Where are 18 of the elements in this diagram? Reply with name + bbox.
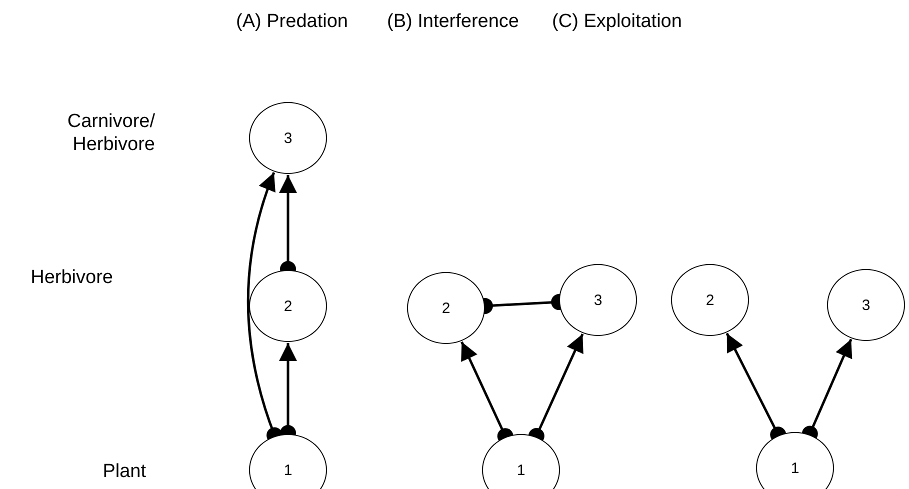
- panel-title: (B) Interference: [386, 10, 520, 33]
- row-label: Plant: [102, 460, 146, 483]
- node-number: 1: [284, 462, 292, 478]
- panel-title: (C) Exploitation: [551, 10, 683, 33]
- node-circle: [482, 434, 560, 489]
- node-number: 1: [516, 462, 526, 478]
- node-number: 3: [594, 292, 602, 308]
- node-number: 2: [442, 300, 450, 316]
- node-circle: [249, 434, 327, 489]
- row-label: Carnivore/ Herbivore: [66, 110, 155, 156]
- row-label: Herbivore: [30, 266, 113, 289]
- node-number: 3: [862, 296, 870, 314]
- node-number: 3: [284, 130, 292, 146]
- node-number: 2: [706, 292, 714, 308]
- node-circle: [756, 432, 834, 489]
- node-number: 2: [284, 298, 292, 314]
- node-number: 1: [790, 460, 800, 476]
- panel-title: (A) Predation: [235, 10, 349, 33]
